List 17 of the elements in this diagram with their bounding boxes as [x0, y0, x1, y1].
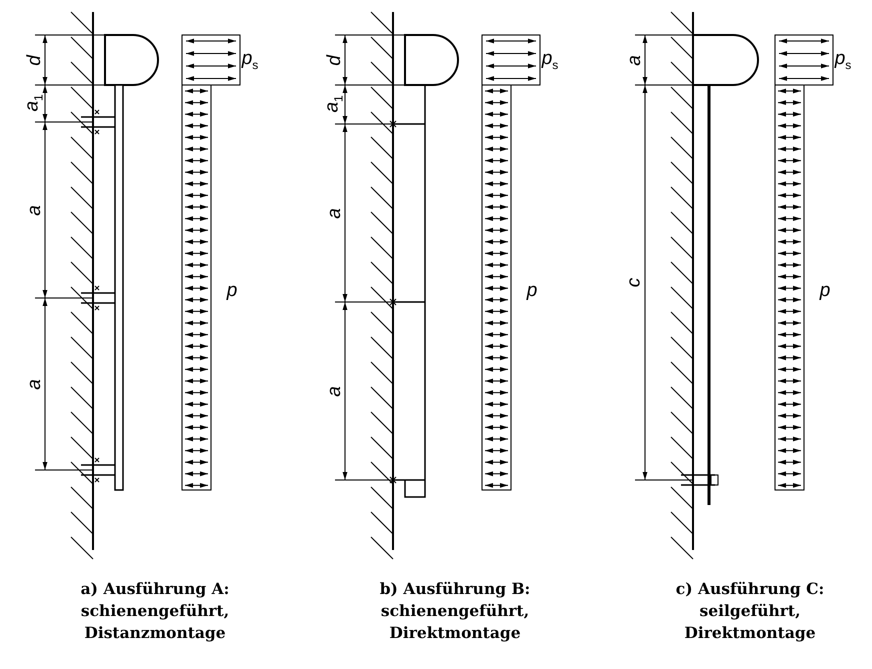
dimension-label: a [24, 378, 44, 390]
dimension-label: d [24, 54, 44, 66]
load-label: p$_{s}$ [834, 49, 852, 71]
load-label: p$_{s}$ [542, 49, 558, 71]
dimension-label: a [624, 54, 644, 66]
load-label: p [820, 280, 830, 300]
load-label: p [526, 280, 538, 300]
load-label: p$_{s}$ [242, 49, 258, 71]
caption: b) Ausführung B: schienengeführt, Direktmontage [378, 578, 532, 644]
dimension-label: a [324, 386, 344, 396]
dimension-label: a [24, 204, 44, 216]
dimension-label: c [624, 277, 644, 287]
caption: c) Ausführung C: seilgeführt, Direktmontage [674, 578, 826, 644]
caption: a) Ausführung A: schienengeführt, Distanzmontage [80, 578, 230, 644]
dimension-label: d [324, 54, 344, 66]
load-label: p [226, 280, 238, 300]
dimension-label: a [324, 208, 344, 218]
